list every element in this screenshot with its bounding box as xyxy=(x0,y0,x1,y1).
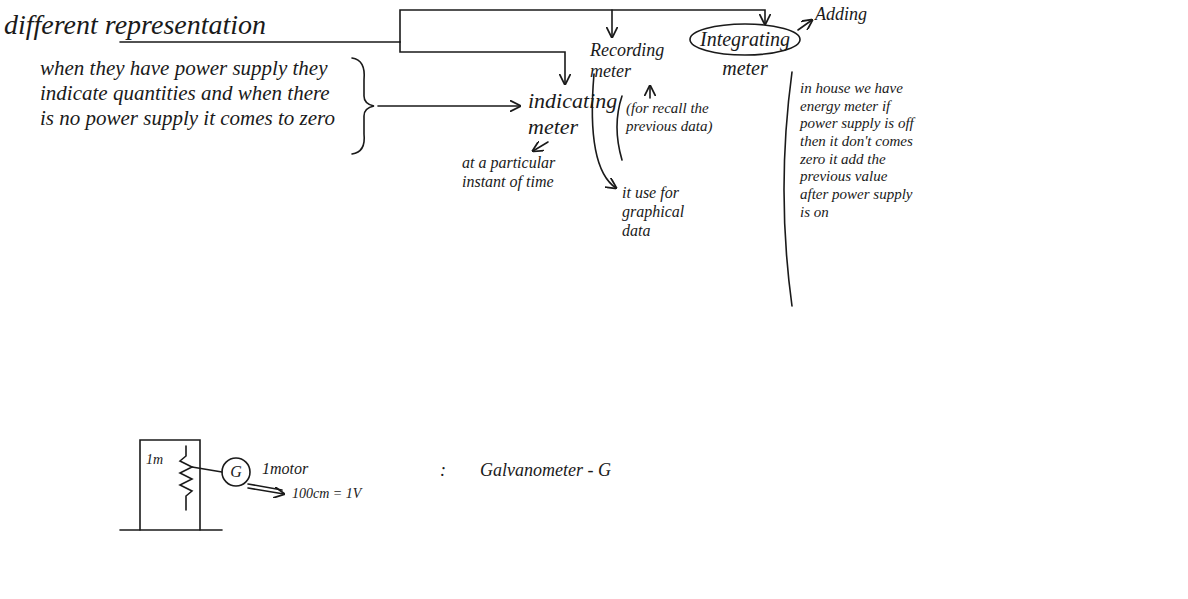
note: in house we have energy meter if power s… xyxy=(800,80,918,222)
resistor-symbol xyxy=(180,446,192,510)
node-heading: meter xyxy=(690,57,800,80)
circled-term: Integratingmeter xyxy=(690,24,800,55)
title-underline xyxy=(120,41,400,43)
pointer-arrow xyxy=(649,86,651,98)
node-text: Integrating xyxy=(700,28,790,51)
meter-type: indicating meter xyxy=(528,88,638,140)
dimension: 1m xyxy=(146,452,178,469)
node-text: G xyxy=(230,463,242,481)
separator: : xyxy=(440,460,454,481)
bracket xyxy=(784,72,792,306)
part-name: 1motor xyxy=(262,460,352,479)
part-name: Galvanometer - G xyxy=(480,460,660,481)
pointer-arrow xyxy=(798,20,812,30)
wire xyxy=(192,467,222,472)
base-line xyxy=(120,529,222,531)
curly-brace xyxy=(352,58,374,154)
implies-arrow xyxy=(248,484,282,490)
branch-line xyxy=(611,10,613,37)
note: when they have power supply they indicat… xyxy=(40,56,345,130)
stand-frame xyxy=(140,440,200,530)
note: (for recall the previous data) xyxy=(626,100,721,135)
branch-line xyxy=(400,42,565,84)
heading: different representation xyxy=(4,8,384,41)
annotation: Adding xyxy=(815,4,905,25)
note: at a particular instant of time xyxy=(462,154,562,192)
pointer-arrow xyxy=(533,142,548,151)
pointer-arrow xyxy=(378,105,520,107)
bracket xyxy=(617,96,622,160)
scale-note: 100cm = 1V xyxy=(292,486,402,503)
meter-type: Recording meter xyxy=(590,40,682,82)
note: it use for graphical data xyxy=(622,184,714,241)
galvanometer-symbol: G xyxy=(222,458,250,486)
